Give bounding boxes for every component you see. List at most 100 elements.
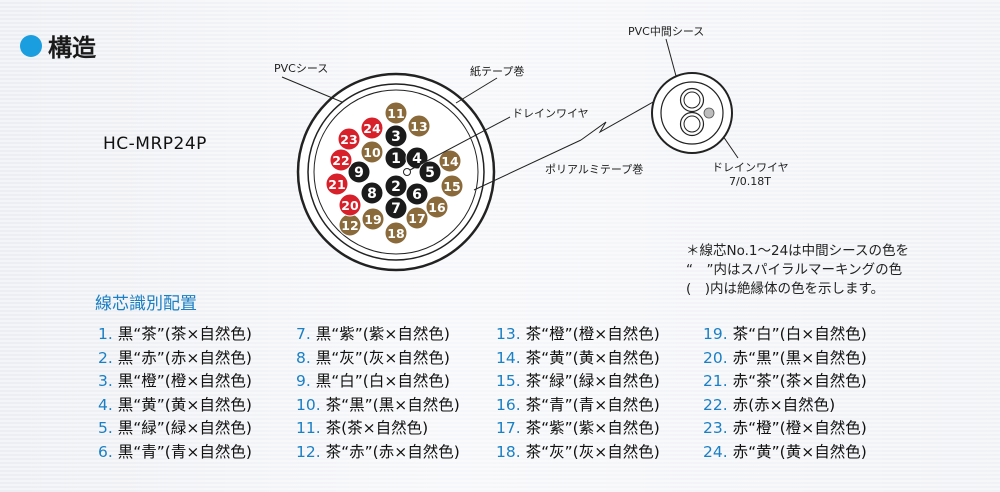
core-label-16: 16 xyxy=(428,200,446,215)
core-description: 黒“茶”(茶×自然色) xyxy=(117,325,252,343)
core-list-item: 5. 黒“緑”(緑×自然色) xyxy=(98,416,252,440)
core-description: 茶“青”(青×自然色) xyxy=(525,395,660,414)
core-label-10: 10 xyxy=(363,145,381,160)
model-name: HC-MRP24P xyxy=(103,134,207,154)
core-number: 22. xyxy=(703,395,728,414)
core-label-15: 15 xyxy=(443,179,460,194)
core-label-7: 7 xyxy=(391,201,401,217)
core-24 xyxy=(360,116,384,140)
core-label-1: 1 xyxy=(391,151,401,167)
core-description: 茶“橙”(橙×自然色) xyxy=(525,325,660,343)
core-description: 茶“赤”(赤×自然色) xyxy=(325,442,460,461)
core-label-23: 23 xyxy=(340,132,357,147)
core-list-item: 16. 茶“青”(青×自然色) xyxy=(496,393,660,417)
core-description: 黒“灰”(灰×自然色) xyxy=(315,348,450,367)
core-5 xyxy=(418,160,442,184)
core-label-12: 12 xyxy=(341,218,358,233)
label-pvc-mid-sheath: PVC中間シース xyxy=(628,25,704,38)
core-7 xyxy=(384,196,408,220)
core-description: 茶“灰”(灰×自然色) xyxy=(525,442,660,461)
core-description: 黒“黄”(黄×自然色) xyxy=(117,395,252,414)
core-description: 赤(赤×自然色) xyxy=(732,395,836,414)
core-list-column-2: 7. 黒“紫”(紫×自然色) 8. 黒“灰”(灰×自然色) 9. 黒“白”(白×… xyxy=(296,322,460,463)
core-number: 4. xyxy=(98,395,113,414)
core-9 xyxy=(347,160,371,184)
core-13 xyxy=(407,114,431,138)
core-8 xyxy=(360,181,384,205)
label-drain-spec: 7/0.18T xyxy=(729,175,771,188)
core-description: 茶“緑”(緑×自然色) xyxy=(525,372,660,390)
core-19 xyxy=(361,207,385,231)
core-list-column-3: 13. 茶“橙”(橙×自然色) 14. 茶“黄”(黄×自然色) 15. 茶“緑”… xyxy=(496,322,660,463)
core-number: 3. xyxy=(98,372,113,390)
core-list-item: 3. 黒“橙”(橙×自然色) xyxy=(98,369,252,393)
note-line: ( )内は絶縁体の色を示します。 xyxy=(686,281,885,297)
core-number: 19. xyxy=(703,325,728,343)
label-paper-tape: 紙テープ巻 xyxy=(470,64,524,78)
core-list-item: 22. 赤(赤×自然色) xyxy=(703,393,867,417)
core-description: 赤“黒”(黒×自然色) xyxy=(732,348,867,367)
core-label-6: 6 xyxy=(412,187,422,203)
label-pvc-sheath: PVCシース xyxy=(274,62,328,75)
core-list-item: 20. 赤“黒”(黒×自然色) xyxy=(703,346,867,370)
leader-pvc-mid-sheath xyxy=(665,38,677,77)
core-list-item: 24. 赤“黄”(黄×自然色) xyxy=(703,440,867,464)
core-list-item: 23. 赤“橙”(橙×自然色) xyxy=(703,416,867,440)
core-label-22: 22 xyxy=(332,153,349,168)
core-16 xyxy=(425,195,449,219)
core-number: 1. xyxy=(98,325,113,343)
core-description: 黒“緑”(緑×自然色) xyxy=(117,419,252,437)
leader-poly-tape xyxy=(473,139,582,191)
core-label-19: 19 xyxy=(364,212,381,227)
core-number: 9. xyxy=(296,372,311,390)
drain-wire-center xyxy=(403,168,411,176)
core-list-item: 4. 黒“黄”(黄×自然色) xyxy=(98,393,252,417)
core-number: 13. xyxy=(496,325,521,343)
core-label-20: 20 xyxy=(341,198,359,213)
core-10 xyxy=(360,140,384,164)
core-description: 黒“赤”(赤×自然色) xyxy=(117,348,252,367)
core-label-8: 8 xyxy=(367,186,377,202)
core-3 xyxy=(384,124,408,148)
core-list-item: 21. 赤“茶”(茶×自然色) xyxy=(703,369,867,393)
core-18 xyxy=(384,221,408,245)
core-label-3: 3 xyxy=(391,129,401,145)
core-description: 茶“黒”(黒×自然色) xyxy=(325,395,460,414)
core-number: 15. xyxy=(496,372,521,390)
core-list-item: 1. 黒“茶”(茶×自然色) xyxy=(98,322,252,346)
core-number: 18. xyxy=(496,442,521,461)
core-number: 7. xyxy=(296,325,311,343)
pair-core-1-inner xyxy=(683,91,701,109)
core-label-13: 13 xyxy=(410,119,427,134)
core-number: 17. xyxy=(496,419,521,437)
core-description: 茶“白”(白×自然色) xyxy=(732,325,867,343)
core-description: 赤“橙”(橙×自然色) xyxy=(732,419,867,437)
core-description: 黒“青”(青×自然色) xyxy=(117,442,252,461)
core-description: 茶“紫”(紫×自然色) xyxy=(525,419,660,437)
core-list-item: 8. 黒“灰”(灰×自然色) xyxy=(296,346,460,370)
leader-pvc-sheath xyxy=(281,76,343,103)
core-label-24: 24 xyxy=(363,121,381,136)
leader-drain-wire xyxy=(409,116,511,171)
core-number: 14. xyxy=(496,348,521,367)
core-number: 12. xyxy=(296,442,321,461)
core-20 xyxy=(338,193,362,217)
core-list-item: 18. 茶“灰”(灰×自然色) xyxy=(496,440,660,464)
core-list-item: 7. 黒“紫”(紫×自然色) xyxy=(296,322,460,346)
core-list-item: 9. 黒“白”(白×自然色) xyxy=(296,369,460,393)
core-description: 黒“紫”(紫×自然色) xyxy=(315,325,450,343)
core-list-item: 17. 茶“紫”(紫×自然色) xyxy=(496,416,660,440)
core-list-column-1: 1. 黒“茶”(茶×自然色) 2. 黒“赤”(赤×自然色) 3. 黒“橙”(橙×… xyxy=(98,322,252,463)
core-23 xyxy=(337,127,361,151)
core-number: 24. xyxy=(703,442,728,461)
core-number: 11. xyxy=(296,419,321,437)
label-drain-wire-2: ドレインワイヤ xyxy=(712,161,789,174)
core-list-item: 13. 茶“橙”(橙×自然色) xyxy=(496,322,660,346)
core-list-item: 2. 黒“赤”(赤×自然色) xyxy=(98,346,252,370)
core-label-21: 21 xyxy=(328,177,345,192)
note-line: “ ”内はスパイラルマーキングの色 xyxy=(686,262,903,278)
note-block: ＊線芯No.1～24は中間シースの色を “ ”内はスパイラルマーキングの色 ( … xyxy=(686,242,909,299)
core-list-item: 10. 茶“黒”(黒×自然色) xyxy=(296,393,460,417)
core-list-item: 14. 茶“黄”(黄×自然色) xyxy=(496,346,660,370)
